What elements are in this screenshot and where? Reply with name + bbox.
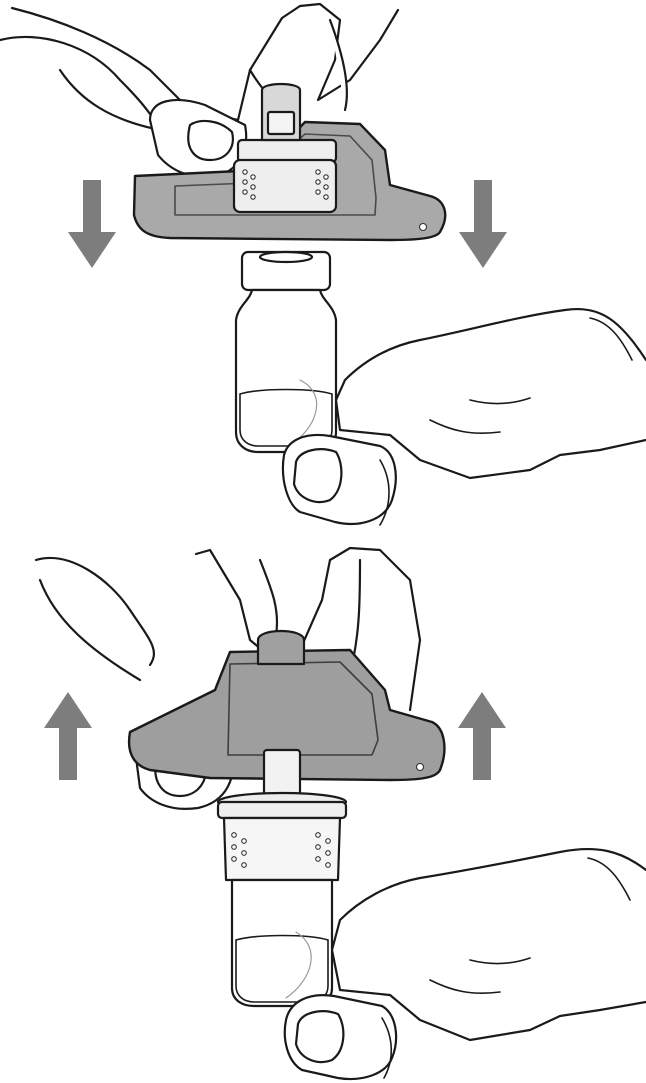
arrow-up-icon <box>44 692 92 780</box>
step-remove-tray-panel <box>0 540 646 1083</box>
lower-hand <box>283 309 646 525</box>
medication-vial <box>236 252 336 452</box>
arrow-down-icon <box>68 180 116 268</box>
arrow-up-icon <box>458 692 506 780</box>
step-attach-adapter-panel <box>0 0 646 540</box>
attach-adapter-illustration <box>0 0 646 540</box>
lower-hand <box>285 849 646 1079</box>
vial-adapter <box>234 84 336 212</box>
arrow-down-icon <box>459 180 507 268</box>
medication-vial <box>232 880 332 1006</box>
remove-tray-illustration <box>0 540 646 1083</box>
